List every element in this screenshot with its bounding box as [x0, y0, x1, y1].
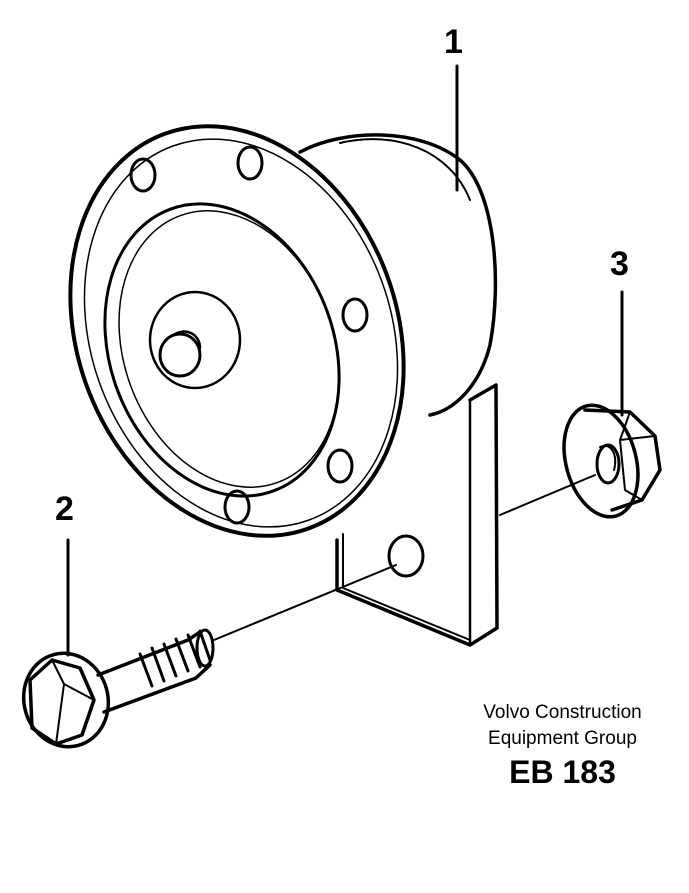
bracket-hole — [387, 534, 425, 578]
nut-bore — [595, 443, 621, 485]
company-name-line-2: Equipment Group — [488, 728, 637, 749]
housing-body — [298, 133, 498, 417]
flange-hole — [223, 489, 251, 525]
flange-hole — [326, 448, 354, 484]
front-flange — [68, 124, 406, 538]
callout-number-1: 1 — [444, 23, 463, 61]
bolt-axis-line — [213, 564, 397, 641]
housing-assembly — [68, 124, 499, 647]
shaft-boss — [148, 290, 242, 390]
shaft — [158, 332, 202, 378]
nut-axis-line — [499, 474, 596, 516]
callout-number-2: 2 — [55, 490, 74, 528]
figure-code: EB 183 — [509, 754, 616, 790]
bolt-threads — [138, 629, 212, 688]
bolt-head — [28, 658, 96, 746]
callout-number-3: 3 — [610, 245, 629, 283]
flange-hole — [236, 145, 264, 181]
nut-assembly — [499, 403, 662, 519]
bolt-shank — [96, 630, 212, 714]
flange-hole — [129, 157, 157, 193]
flange-hole — [341, 297, 369, 333]
mounting-bracket — [335, 383, 499, 647]
company-name-line-1: Volvo Construction — [483, 702, 642, 723]
bolt-flange — [21, 651, 111, 749]
nut-flange — [562, 403, 640, 519]
bolt-assembly — [21, 564, 397, 749]
